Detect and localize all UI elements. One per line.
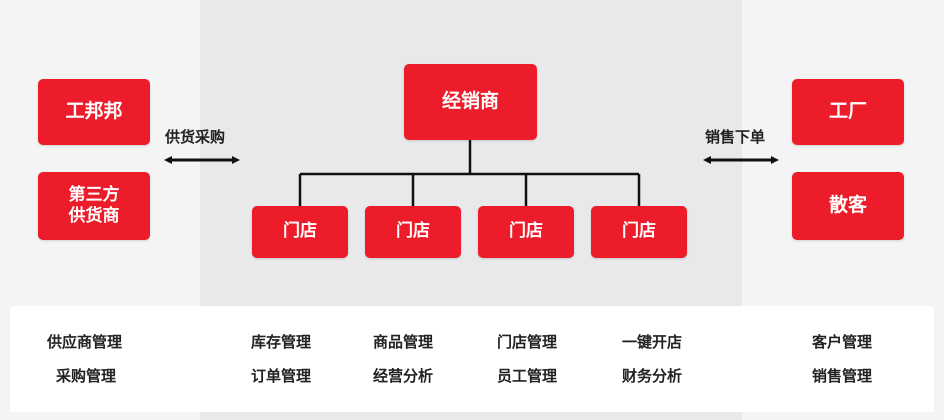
- store-label: 门店: [509, 221, 543, 242]
- customer-box-label: 散客: [828, 194, 867, 217]
- customer-box-retail: 散客: [792, 172, 904, 240]
- feature-item: 经营分析: [373, 367, 434, 385]
- distributor-box: 经销商: [404, 64, 537, 140]
- feature-item: 销售管理: [812, 367, 873, 385]
- feature-item: 员工管理: [497, 367, 558, 385]
- feature-item: 采购管理: [56, 367, 117, 385]
- feature-item: 供应商管理: [47, 333, 123, 351]
- supplier-box-gongbangbang: 工邦邦: [38, 79, 150, 145]
- feature-item: 财务分析: [622, 367, 683, 385]
- feature-item: 客户管理: [812, 333, 873, 351]
- feature-item: 门店管理: [497, 333, 558, 351]
- store-box-3: 门店: [478, 206, 574, 258]
- customer-box-factory: 工厂: [792, 79, 904, 145]
- feature-strip: [10, 306, 934, 412]
- feature-item: 订单管理: [251, 367, 312, 385]
- supplier-box-label-line2: 供货商: [68, 206, 120, 226]
- left-arrow-label: 供货采购: [165, 128, 226, 146]
- store-box-1: 门店: [252, 206, 348, 258]
- org-tree-lines: [298, 140, 641, 206]
- store-label: 门店: [283, 221, 317, 242]
- distributor-label: 经销商: [441, 90, 499, 113]
- supplier-box-third-party: 第三方 供货商: [38, 172, 150, 240]
- store-box-4: 门店: [591, 206, 687, 258]
- store-label: 门店: [396, 221, 430, 242]
- feature-item: 商品管理: [373, 333, 434, 351]
- feature-item: 库存管理: [251, 333, 312, 351]
- store-box-2: 门店: [365, 206, 461, 258]
- supplier-box-label: 工邦邦: [65, 100, 123, 123]
- customer-box-label: 工厂: [828, 100, 867, 123]
- feature-item: 一键开店: [622, 333, 683, 351]
- supplier-box-label-line1: 第三方: [68, 184, 120, 205]
- store-label: 门店: [622, 221, 656, 242]
- right-arrow-label: 销售下单: [705, 128, 766, 146]
